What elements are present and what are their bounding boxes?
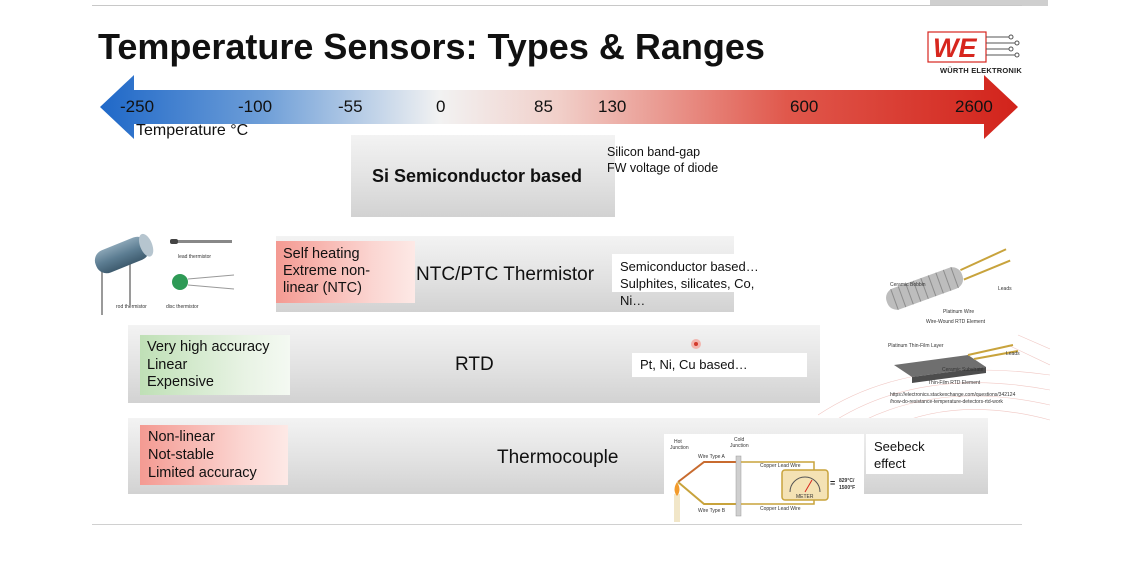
tick-label: -250 [120, 97, 155, 116]
rtd-figure-label: Leads [998, 286, 1012, 292]
top-divider [92, 5, 1022, 6]
thermistor-cons-box: Self heating Extreme non- linear (NTC) [276, 241, 415, 303]
thermistor-material: Semiconductor based… [620, 259, 759, 274]
thermocouple-illustration: Hot Junction Cold Junction Wire Type A W… [664, 434, 864, 524]
seebeck-line: effect [874, 456, 906, 471]
cold-junction-label: Junction [730, 443, 749, 449]
semiconductor-label: Si Semiconductor based [372, 166, 583, 186]
thermistor-figure-label: disc thermistor [166, 304, 199, 310]
thermistor-material: Sulphites, silicates, Co, Ni… [620, 276, 755, 308]
tick-label: 600 [790, 97, 819, 116]
axis-label: Temperature °C [136, 122, 249, 139]
thermistor-con: Extreme non- [283, 263, 371, 279]
thermistor-label: NTC/PTC Thermistor [416, 264, 595, 285]
seebeck-line: Seebeck [874, 439, 925, 454]
rtd-pro: Expensive [147, 374, 214, 390]
semiconductor-range-band [351, 135, 615, 217]
rtd-illustration: Ceramic Bobbin Leads Platinum Wire Wire-… [818, 248, 1050, 445]
thermistor-materials-box: Semiconductor based… Sulphites, silicate… [612, 254, 788, 308]
copper-lead-label: Copper Lead Wire [760, 506, 801, 512]
semiconductor-note: FW voltage of diode [607, 161, 719, 175]
rtd-pro: Very high accuracy [147, 339, 270, 355]
tick-label: -100 [238, 97, 273, 116]
rtd-pro: Linear [147, 356, 188, 373]
meter-label: METER [796, 494, 814, 500]
tick-label: -55 [338, 97, 363, 116]
rtd-figure-label: Thin-Film RTD Element [928, 380, 981, 386]
wire-a-label: Wire Type A [698, 454, 726, 460]
thermocouple-con: Non-linear [148, 429, 215, 445]
rtd-source-link: https://electronics.stackexchange.com/qu… [890, 392, 1016, 398]
bottom-divider [92, 524, 1022, 525]
thermocouple-label: Thermocouple [497, 447, 619, 468]
cursor-pointer-icon [691, 339, 701, 349]
rtd-figure-label: Wire-Wound RTD Element [926, 319, 986, 325]
thermistor-figure-label: lead thermistor [178, 254, 211, 260]
rtd-figure-label: Leads [1006, 351, 1020, 357]
rtd-materials-box: Pt, Ni, Cu based… [632, 353, 807, 377]
thermistor-figure-label: rod thermistor [116, 304, 147, 310]
page-title: Temperature Sensors: Types & Ranges [98, 26, 765, 67]
logo-brand: WÜRTH ELEKTRONIK [940, 66, 1022, 75]
thermistor-con: linear (NTC) [283, 280, 362, 296]
meter-reading: 1500°F [839, 485, 855, 491]
wire-b-label: Wire Type B [698, 508, 726, 514]
tick-label: 85 [534, 97, 553, 116]
rtd-figure-label: Ceramic Substrate [942, 367, 984, 373]
rtd-source-link: /how-do-resistance-temperature-detectors… [890, 399, 1003, 405]
wurth-logo-icon: WE [927, 31, 1020, 63]
hot-junction-label: Hot [674, 439, 682, 445]
thermistor-con: Self heating [283, 246, 360, 262]
thermocouple-con: Not-stable [148, 447, 215, 463]
copper-lead-label: Copper Lead Wire [760, 463, 801, 469]
rtd-figure-label: Platinum Wire [943, 309, 974, 315]
thermocouple-cons-box: Non-linear Not-stable Limited accuracy [140, 425, 288, 485]
hot-junction-label: Junction [670, 445, 689, 451]
rtd-label: RTD [455, 354, 494, 375]
rtd-figure-label: Platinum Thin-Film Layer [888, 343, 944, 349]
tick-label: 0 [436, 97, 446, 116]
tick-label: 130 [598, 97, 627, 116]
thermocouple-con: Limited accuracy [148, 465, 257, 481]
seebeck-effect-box: Seebeck effect [866, 434, 963, 474]
thermistor-illustration: lead thermistor rod thermistor disc ther… [94, 233, 235, 315]
rtd-figure-label: Ceramic Bobbin [890, 282, 926, 288]
tick-label: 2600 [955, 97, 993, 116]
logo-mark: WE [933, 33, 977, 63]
corner-tag [930, 0, 1048, 6]
rtd-pros-box: Very high accuracy Linear Expensive [140, 335, 290, 395]
temperature-scale-arrow [100, 75, 1018, 139]
meter-reading: 829°C/ [839, 478, 855, 484]
svg-text:=: = [830, 478, 835, 488]
cold-junction-label: Cold [734, 437, 745, 443]
semiconductor-note: Silicon band-gap [607, 145, 701, 159]
